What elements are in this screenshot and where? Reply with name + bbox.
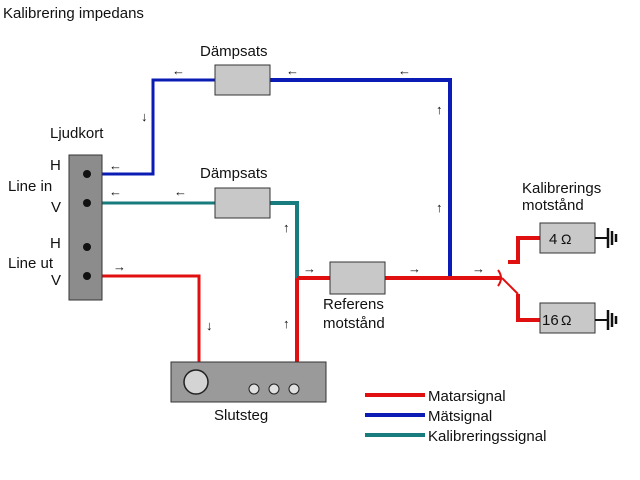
amplifier-label: Slutsteg [214, 407, 268, 424]
arrow-left-icon: ← [174, 184, 187, 199]
line-out-h-jack [83, 243, 91, 251]
arrow-right-icon: → [472, 261, 485, 276]
blue-wire-upper [270, 78, 452, 278]
line-in-label: Line in [8, 178, 52, 195]
blue-wire-measurement [87, 78, 215, 176]
legend-label-measurement: Mätsignal [428, 408, 492, 425]
resistor-16ohm-value: 16 [542, 312, 559, 329]
legend: Matarsignal Mätsignal Kalibreringssignal [365, 388, 546, 445]
red-wire-lineout [87, 274, 201, 362]
legend-label-feed: Matarsignal [428, 388, 506, 405]
resistor-4ohm-value: 4 [549, 231, 557, 248]
amplifier-button-2 [268, 383, 280, 395]
red-wire-to-4ohm [508, 236, 540, 264]
attenuator-top-box [214, 64, 271, 96]
calibration-title-2: motstånd [522, 197, 584, 214]
resistor-16ohm-box [539, 302, 596, 334]
arrow-right-icon: → [303, 261, 316, 276]
reference-resistor-box [329, 261, 386, 295]
resistor-16ohm-unit: Ω [561, 312, 571, 328]
arrow-up-icon: ↑ [283, 220, 290, 235]
arrow-left-icon: ← [109, 158, 122, 173]
legend-label-calibration: Kalibreringssignal [428, 428, 546, 445]
switch-lever [501, 277, 519, 295]
amplifier-knob [183, 369, 209, 395]
arrow-left-icon: ← [109, 184, 122, 199]
attenuator-mid-box [214, 187, 271, 219]
red-wire-to-16ohm [516, 294, 540, 322]
reference-label-1: Referens [323, 296, 384, 313]
attenuator-mid-label: Dämpsats [200, 165, 268, 182]
calibration-title-1: Kalibrerings [522, 180, 601, 197]
ground-icon [606, 310, 618, 330]
diagram-title: Kalibrering impedans [3, 5, 144, 22]
arrow-right-icon: → [113, 259, 126, 274]
amplifier-box [170, 361, 327, 403]
line-out-v-label: V [51, 272, 61, 289]
line-in-v-label: V [51, 199, 61, 216]
line-out-h-label: H [50, 235, 61, 252]
teal-wire-right [270, 201, 299, 278]
reference-label-2: motstånd [323, 315, 385, 332]
arrow-left-icon: ← [172, 63, 185, 78]
arrow-up-icon: ↑ [283, 316, 290, 331]
arrow-up-icon: ↑ [436, 102, 443, 117]
arrow-down-icon: ↓ [206, 318, 213, 333]
resistor-4ohm-unit: Ω [561, 231, 571, 247]
arrow-down-icon: ↓ [141, 109, 148, 124]
line-in-v-jack [83, 199, 91, 207]
soundcard-title: Ljudkort [50, 125, 104, 142]
line-in-h-label: H [50, 157, 61, 174]
arrow-left-icon: ← [286, 63, 299, 78]
line-out-v-jack [83, 272, 91, 280]
line-out-label: Line ut [8, 255, 54, 272]
amplifier-button-3 [288, 383, 300, 395]
switch-contact [497, 269, 502, 287]
amplifier-button-1 [248, 383, 260, 395]
arrow-left-icon: ← [398, 63, 411, 78]
arrow-right-icon: → [408, 261, 421, 276]
attenuator-top-label: Dämpsats [200, 43, 268, 60]
ground-icon [606, 228, 618, 248]
line-in-h-jack [83, 170, 91, 178]
arrow-up-icon: ↑ [436, 200, 443, 215]
